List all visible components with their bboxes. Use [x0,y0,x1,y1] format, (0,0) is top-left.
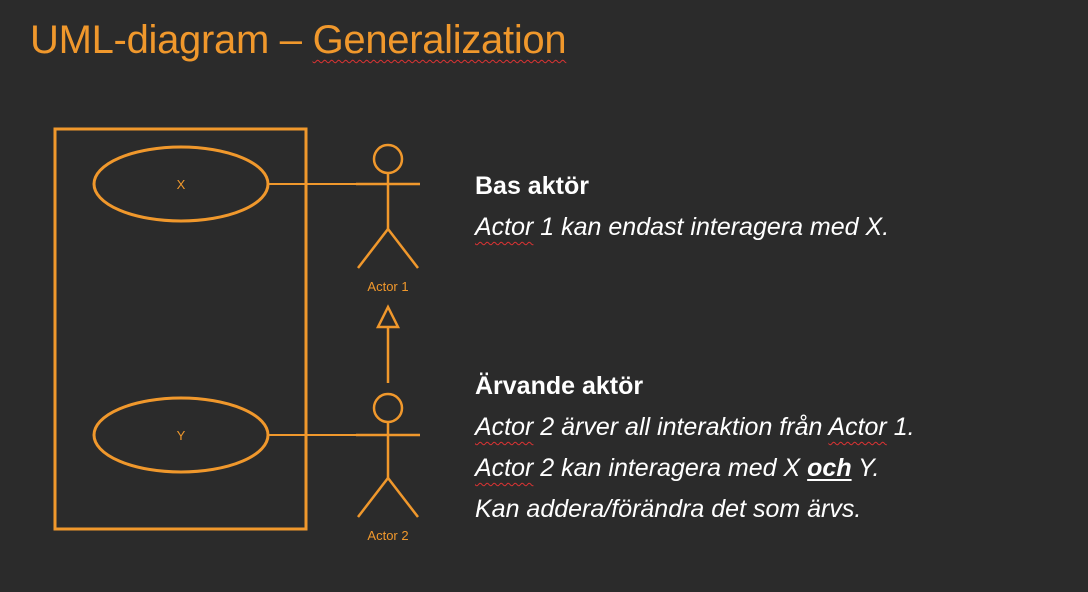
title-prefix: UML-diagram – [30,18,313,62]
base-actor-description: Bas aktör Actor 1 kan endast interagera … [475,166,889,248]
base-actor-line-rest: 1 kan endast interagera med X. [533,213,890,241]
base-actor-actor-word: Actor [475,213,534,241]
use-case-x-label: X [177,177,186,192]
line2-end: Y. [851,454,880,482]
line2-mid: 2 kan interagera med X [533,454,808,482]
inheriting-actor-line-2: Actor 2 kan interagera med X och Y. [475,448,915,489]
slide-title: UML-diagram – Generalization [30,18,567,63]
inheriting-actor-description: Ärvande aktör Actor 2 ärver all interakt… [475,366,915,530]
actor-1-label: Actor 1 [367,279,408,294]
base-actor-line: Actor 1 kan endast interagera med X. [475,207,889,248]
inheriting-actor-line-3: Kan addera/förändra det som ärvs. [475,495,862,523]
line1-end: 1. [886,413,915,441]
actor-2-label: Actor 2 [367,528,408,543]
actor-2-figure [356,392,420,518]
inheriting-actor-heading: Ärvande aktör [475,372,644,400]
line2-actor-word: Actor [475,454,534,482]
base-actor-heading: Bas aktör [475,172,589,200]
line2-och: och [807,454,852,482]
title-highlight: Generalization [312,18,567,62]
line1-actor-word-a: Actor [475,413,534,441]
system-boundary [53,127,308,531]
generalization-arrow [375,304,401,383]
inheriting-actor-line-1: Actor 2 ärver all interaktion från Actor… [475,407,915,448]
line1-mid: 2 ärver all interaktion från [533,413,829,441]
line1-actor-word-b: Actor [828,413,887,441]
use-case-y-label: Y [177,428,186,443]
actor-1-figure [356,143,420,269]
